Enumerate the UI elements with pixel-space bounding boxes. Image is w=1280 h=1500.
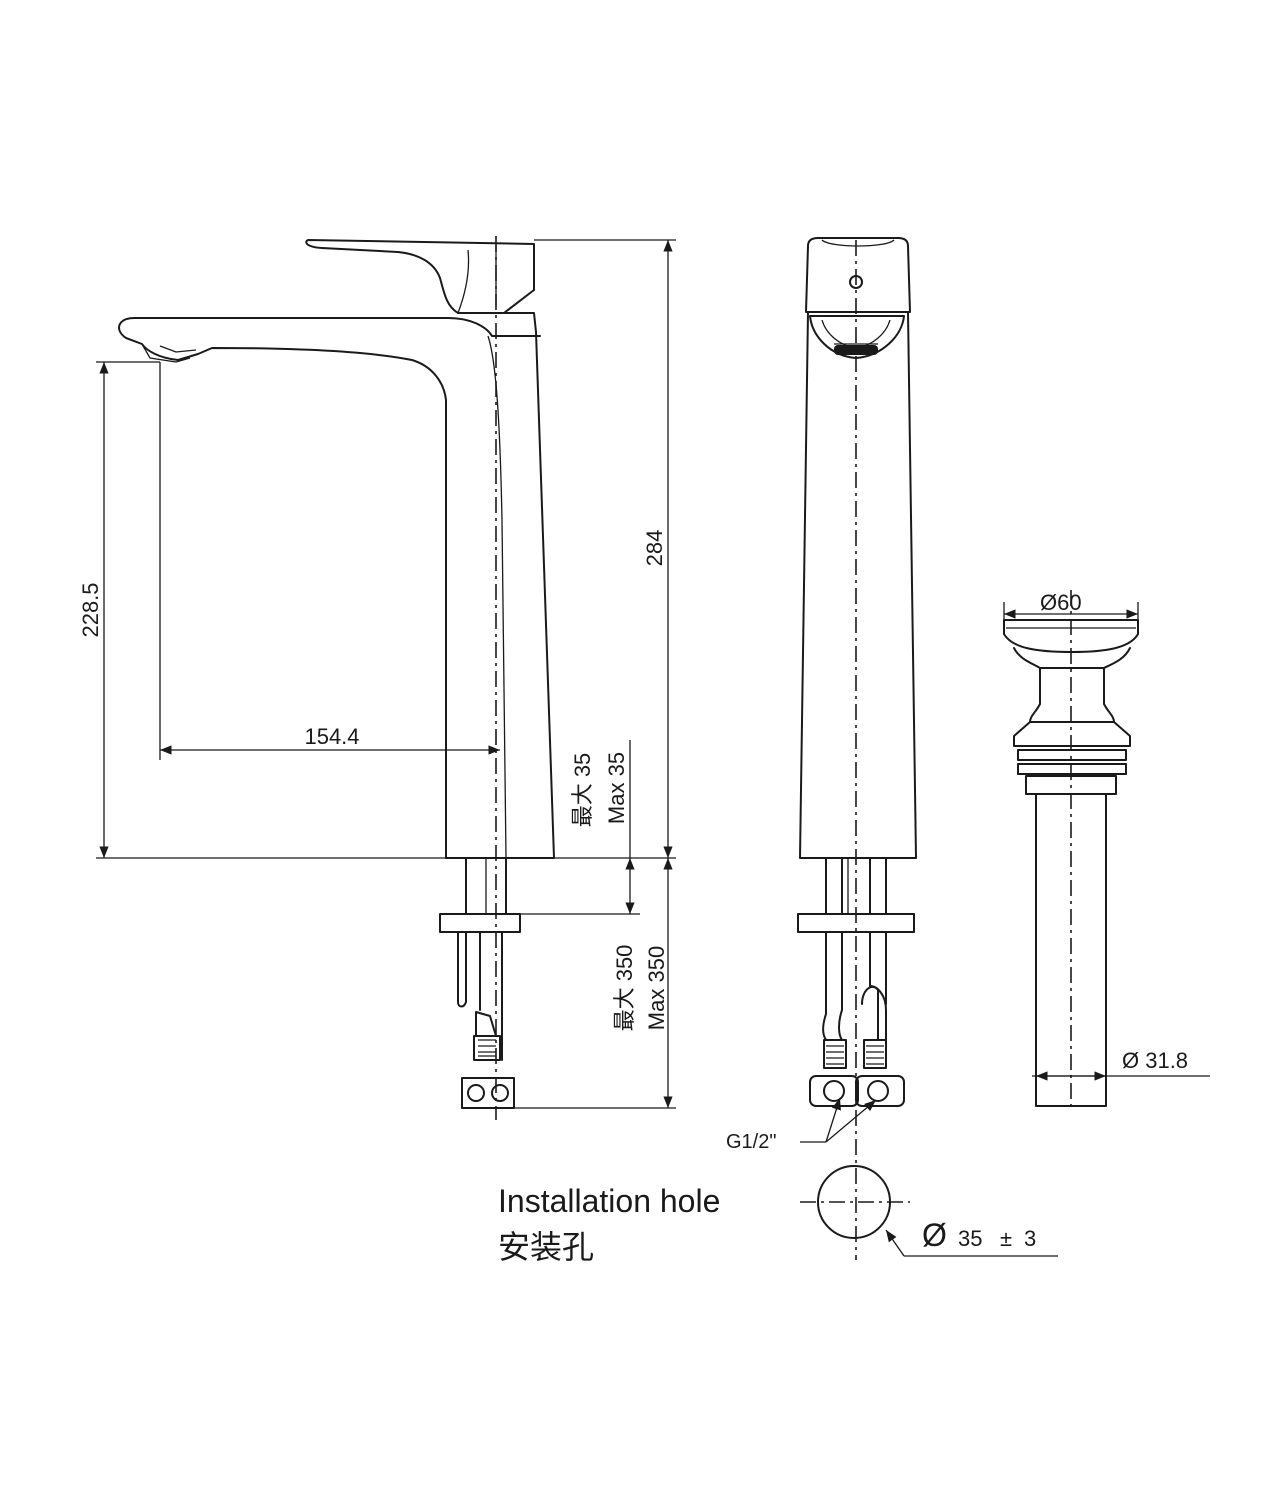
g12-leaders	[800, 1097, 877, 1143]
hole-diameter-value: 35	[958, 1226, 982, 1251]
pop-up-drain	[1003, 590, 1210, 1112]
front-body	[799, 311, 917, 859]
hole-diameter-pm: ±	[1000, 1226, 1012, 1251]
label-installation-hole-en: Installation hole	[498, 1183, 720, 1219]
front-handle	[805, 237, 911, 313]
dim-hose-cn: 最大 350	[612, 945, 637, 1032]
dim-spout-reach: 154.4	[304, 724, 359, 749]
hose-connector-block	[461, 1077, 515, 1109]
label-g12: G1/2"	[726, 1131, 776, 1153]
spout	[133, 317, 541, 337]
dim-deck-cn: 最大 35	[570, 753, 595, 828]
dim-spout-height: 228.5	[78, 582, 103, 637]
label-installation-hole-cn: 安装孔	[498, 1229, 594, 1265]
installation-hole-symbol	[800, 1165, 1058, 1257]
mounting-plate	[439, 913, 521, 933]
side-view-faucet	[118, 236, 555, 1120]
dim-drain-top: Ø60	[1040, 590, 1082, 615]
dim-height-total: 284	[642, 530, 667, 567]
faucet-body	[445, 331, 555, 859]
hole-diameter-symbol: Ø	[922, 1217, 947, 1253]
handle-lever	[305, 239, 535, 314]
hole-diameter-tolerance: 3	[1024, 1226, 1036, 1251]
front-view-faucet	[797, 237, 917, 1260]
dim-hose-en: Max 350	[644, 946, 669, 1030]
side-dimensions	[96, 239, 676, 1109]
dim-drain-pipe: Ø 31.8	[1122, 1048, 1188, 1073]
dim-deck-en: Max 35	[604, 752, 629, 824]
front-mounting-plate	[797, 913, 915, 933]
